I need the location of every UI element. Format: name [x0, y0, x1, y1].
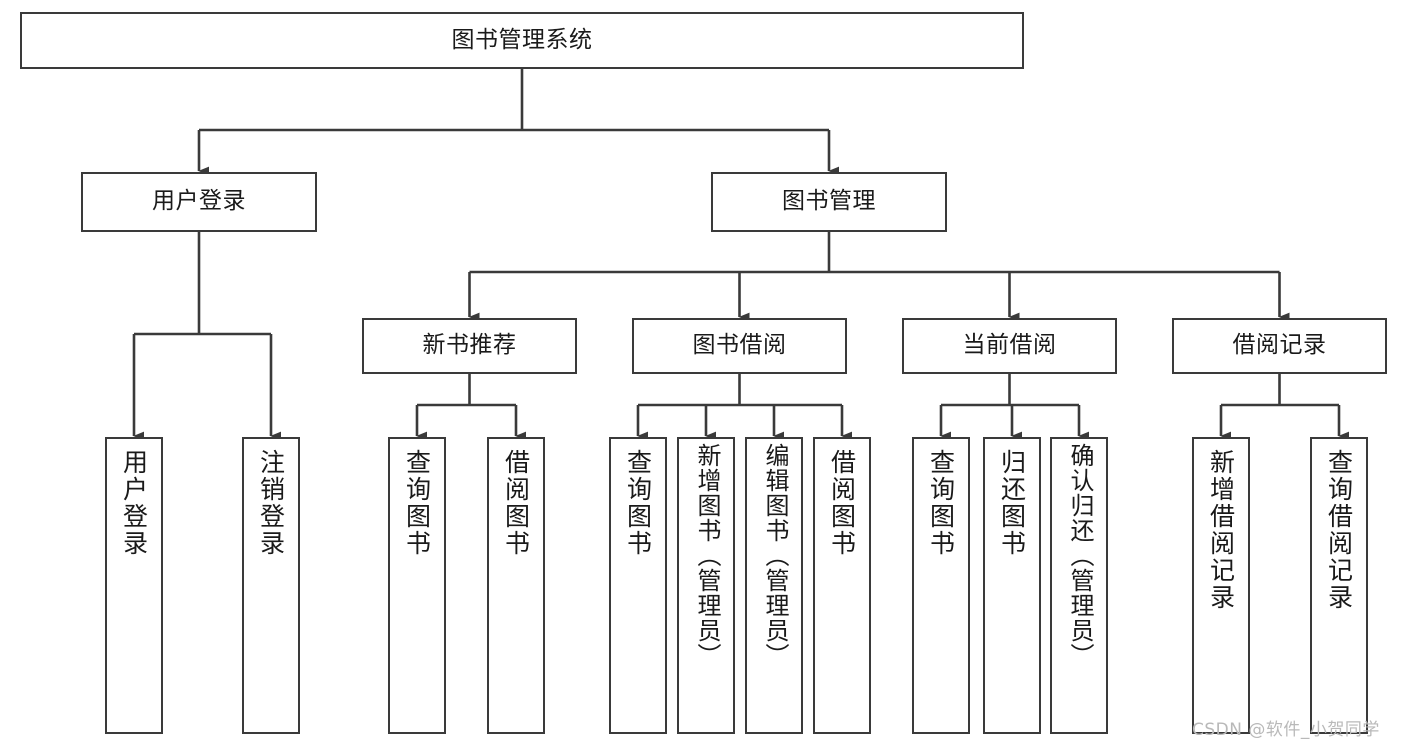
node-leaf-query-record[interactable]: 查询借阅记录	[1310, 437, 1368, 734]
node-label: 归还图书	[997, 449, 1027, 557]
node-leaf-return-book[interactable]: 归还图书	[983, 437, 1041, 734]
node-leaf-query-book-borrow[interactable]: 查询图书	[609, 437, 667, 734]
node-label: 图书借阅	[692, 332, 787, 359]
node-newbook[interactable]: 新书推荐	[362, 318, 577, 374]
node-label: 当前借阅	[962, 332, 1057, 359]
node-leaf-confirm-return-admin[interactable]: 确认归还（管理员）	[1050, 437, 1108, 734]
node-label: 用户登录	[152, 188, 246, 215]
node-leaf-user-logout[interactable]: 注销登录	[242, 437, 300, 734]
node-borrow[interactable]: 图书借阅	[632, 318, 847, 374]
node-label: 借阅记录	[1232, 332, 1327, 359]
node-label: 查询借阅记录	[1324, 449, 1354, 611]
node-leaf-query-book-current[interactable]: 查询图书	[912, 437, 970, 734]
node-leaf-add-record[interactable]: 新增借阅记录	[1192, 437, 1250, 734]
node-label: 图书管理系统	[451, 26, 593, 53]
node-current[interactable]: 当前借阅	[902, 318, 1117, 374]
node-label: 用户登录	[119, 449, 149, 557]
node-root[interactable]: 图书管理系统	[20, 12, 1024, 69]
node-label: 确认归还（管理员）	[1065, 443, 1094, 668]
node-label: 查询图书	[926, 449, 956, 557]
node-label: 新增图书（管理员）	[692, 443, 721, 668]
node-leaf-borrow-book[interactable]: 借阅图书	[813, 437, 871, 734]
node-label: 编辑图书（管理员）	[760, 443, 789, 668]
node-label: 注销登录	[256, 449, 286, 557]
node-leaf-edit-book-admin[interactable]: 编辑图书（管理员）	[745, 437, 803, 734]
node-records[interactable]: 借阅记录	[1172, 318, 1387, 374]
node-bookmgmt[interactable]: 图书管理	[711, 172, 947, 232]
node-label: 图书管理	[782, 188, 876, 215]
csdn-watermark: CSDN @软件_小贺同学	[1192, 720, 1380, 740]
node-label: 新增借阅记录	[1206, 449, 1236, 611]
node-label: 借阅图书	[501, 449, 531, 557]
node-leaf-borrow-book-new[interactable]: 借阅图书	[487, 437, 545, 734]
node-login[interactable]: 用户登录	[81, 172, 317, 232]
node-label: 新书推荐	[422, 332, 517, 359]
node-label: 借阅图书	[827, 449, 857, 557]
node-leaf-user-login[interactable]: 用户登录	[105, 437, 163, 734]
node-label: 查询图书	[623, 449, 653, 557]
node-leaf-query-book-new[interactable]: 查询图书	[388, 437, 446, 734]
node-label: 查询图书	[402, 449, 432, 557]
node-leaf-add-book-admin[interactable]: 新增图书（管理员）	[677, 437, 735, 734]
